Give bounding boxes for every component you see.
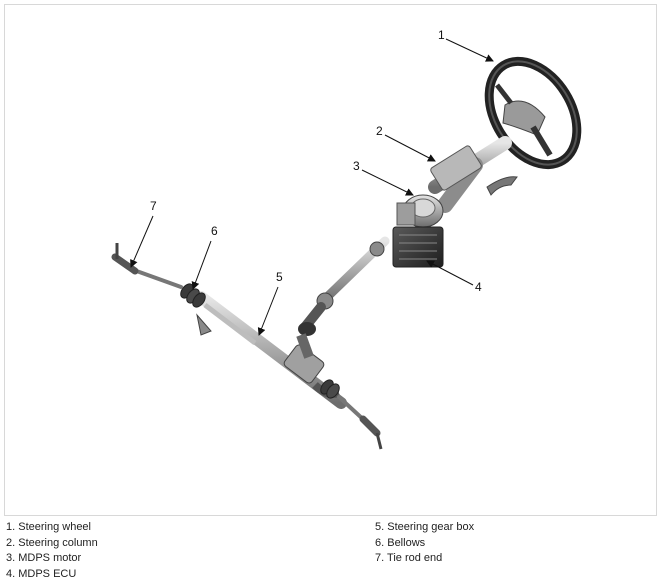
parts-legend: 1. Steering wheel 2. Steering column 3. … bbox=[0, 520, 662, 587]
callout-number-1: 1 bbox=[438, 28, 445, 42]
mdps-ecu bbox=[392, 226, 444, 268]
legend-item: 5. Steering gear box bbox=[375, 521, 475, 533]
steering-wheel bbox=[484, 56, 582, 170]
tie-rod-end-right bbox=[337, 395, 383, 450]
legend-column-right: 5. Steering gear box 6. Bellows 7. Tie r… bbox=[375, 520, 474, 567]
tie-rod-end-left bbox=[111, 243, 183, 289]
steering-column bbox=[428, 136, 518, 213]
legend-item: 7. Tie rod end bbox=[375, 552, 443, 564]
legend-column-left: 1. Steering wheel 2. Steering column 3. … bbox=[6, 520, 98, 582]
callout-number-7: 7 bbox=[150, 199, 157, 213]
legend-item: 4. MDPS ECU bbox=[6, 567, 77, 580]
mdps-motor bbox=[396, 194, 444, 228]
legend-item: 6. Bellows bbox=[375, 536, 426, 549]
intermediate-shaft bbox=[298, 236, 390, 336]
callout-number-4: 4 bbox=[475, 280, 482, 294]
callout-number-6: 6 bbox=[211, 224, 218, 238]
callout-number-3: 3 bbox=[353, 159, 360, 173]
legend-item: 1. Steering wheel bbox=[6, 521, 91, 533]
callout-number-5: 5 bbox=[276, 270, 283, 284]
legend-item: 2. Steering column bbox=[6, 536, 98, 549]
diagram-frame: 1 2 3 4 5 6 7 bbox=[4, 4, 657, 516]
callout-number-2: 2 bbox=[376, 124, 383, 138]
legend-item: 3. MDPS motor bbox=[6, 552, 82, 564]
bellows bbox=[180, 283, 340, 399]
callout-leader-lines bbox=[130, 38, 494, 336]
steering-system-illustration: 1 2 3 4 5 6 7 bbox=[111, 28, 582, 450]
